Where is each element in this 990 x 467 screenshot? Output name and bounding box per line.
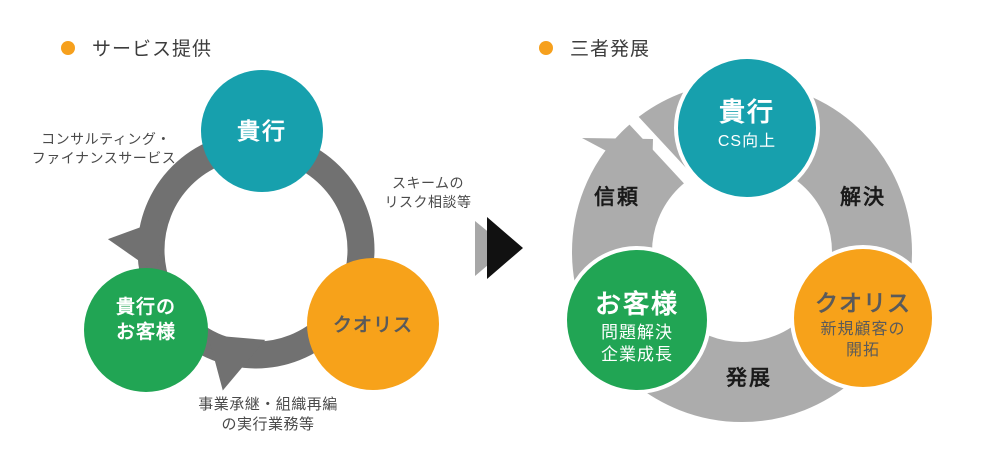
left-node-quoris bbox=[307, 258, 439, 390]
right-node-customer-sub1: 問題解決 bbox=[601, 323, 673, 342]
left-node-bank-label: 貴行 bbox=[237, 118, 287, 144]
edge-label-consulting-line1: コンサルティング・ bbox=[41, 131, 171, 147]
edge-label-succession-line2: の実行業務等 bbox=[221, 415, 314, 433]
left-node-quoris-label: クオリス bbox=[333, 314, 413, 336]
right-node-customer-sub2: 企業成長 bbox=[601, 345, 673, 364]
left-node-bank bbox=[201, 70, 323, 192]
right-node-quoris-sub1: 新規顧客の bbox=[820, 320, 905, 338]
left-node-customer-label-line1: 貴行の bbox=[116, 295, 176, 318]
transition-arrow bbox=[475, 217, 523, 279]
edge-label-scheme-line1: スキームの bbox=[392, 175, 464, 191]
right-node-quoris bbox=[790, 245, 936, 391]
left-diagram: サービス提供 貴行 貴行の お客様 クオリス コンサルティング・ ファイナンスサ… bbox=[32, 38, 472, 433]
right-node-quoris-sub2: 開拓 bbox=[846, 341, 880, 359]
arrowhead-quoris-to-customer-icon bbox=[208, 335, 266, 391]
ring-label-solve: 解決 bbox=[840, 185, 886, 209]
right-node-customer-title: お客様 bbox=[595, 289, 679, 319]
left-diagram-title: サービス提供 bbox=[92, 38, 212, 60]
right-node-quoris-title: クオリス bbox=[815, 290, 911, 316]
transition-arrow-black-icon bbox=[487, 217, 523, 279]
right-node-customer bbox=[563, 246, 711, 394]
edge-label-consulting-line2: ファイナンスサービス bbox=[32, 150, 176, 166]
ring-label-develop: 発展 bbox=[725, 367, 772, 390]
left-node-customer bbox=[84, 268, 208, 392]
right-diagram: 三者発展 信頼 解決 発展 貴行 CS向上 お客様 問題解決 企業成長 クオリス… bbox=[539, 38, 936, 422]
right-node-bank-subtitle: CS向上 bbox=[718, 132, 776, 150]
bullet-icon bbox=[61, 41, 75, 55]
arrowhead-bank-to-customer-icon bbox=[107, 216, 170, 272]
left-node-customer-label-line2: お客様 bbox=[116, 320, 176, 343]
right-diagram-title: 三者発展 bbox=[570, 38, 650, 60]
ring-label-trust: 信頼 bbox=[594, 185, 640, 209]
ring-arrow-gap bbox=[621, 107, 707, 199]
ring-arrowhead-icon bbox=[582, 138, 653, 210]
edge-label-scheme-line2: リスク相談等 bbox=[385, 194, 472, 210]
edge-label-succession-line1: 事業承継・組織再編 bbox=[198, 396, 338, 413]
bullet-icon bbox=[539, 41, 553, 55]
right-node-bank-title: 貴行 bbox=[719, 97, 775, 127]
right-node-bank bbox=[674, 55, 820, 201]
